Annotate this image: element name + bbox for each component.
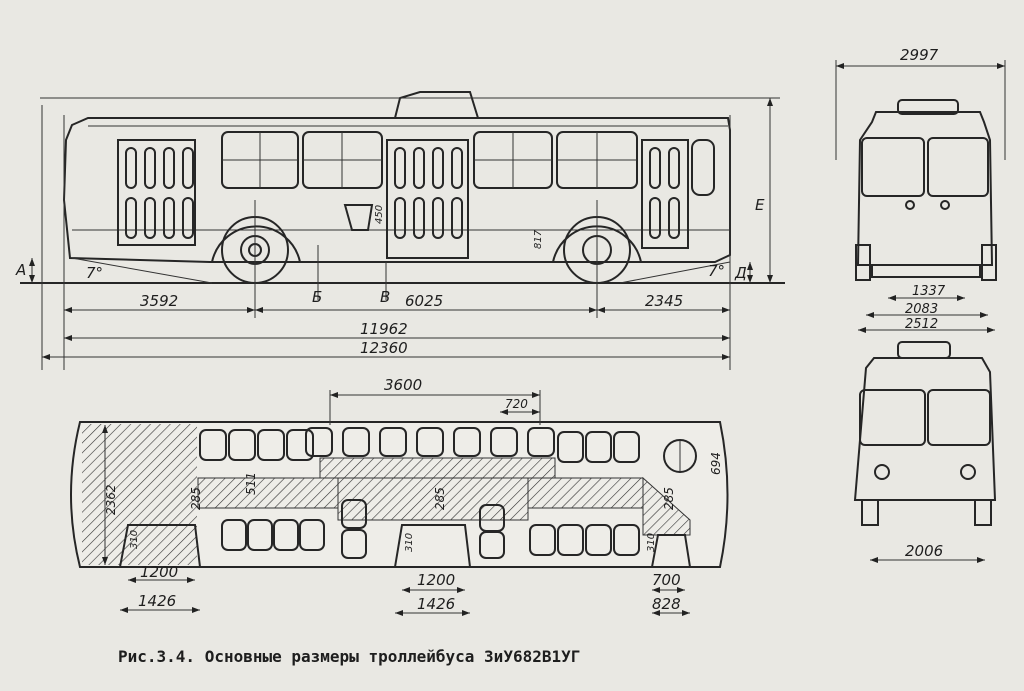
seat [228,429,256,461]
door-pane [432,197,444,239]
door-pane [182,197,194,239]
seat [221,519,247,551]
door-pane [125,147,137,189]
seat [342,427,370,457]
seat [299,519,325,551]
label-floor-height: 817 [533,229,544,249]
door-pane [144,147,156,189]
seats [199,427,640,559]
seat [341,499,367,529]
dim-wheelbase: 6025 [405,292,443,310]
door-pane [413,197,425,239]
plan-view: 3600 720 2362 285 511 285 694 285 310 31… [70,376,729,616]
wheels [211,216,642,284]
dim-seat-span: 3600 [384,376,422,394]
dim-front-overhang: 3592 [140,292,178,310]
seat [613,431,640,463]
door-pane [144,197,156,239]
dim-overall-length: 12360 [360,339,408,357]
door-pane [451,197,463,239]
side-body-outline [62,117,731,263]
side-view: А 7° Б В 450 817 Е Д 7° 3592 6025 2345 1… [15,91,785,370]
dim-door-mid: 1426 [417,595,455,613]
door-pane [125,197,137,239]
seat [199,429,227,461]
dim-seat-pitch: 720 [505,397,528,411]
door-pane [668,197,680,239]
door-pane [649,147,661,189]
label-angle-front: 7° [86,264,103,282]
dim-track-inner: 1337 [912,284,946,299]
dim-door-mid-clear: 1200 [417,571,455,589]
label-b: Б [312,288,322,306]
dim-aisle-rear: 285 [662,487,676,510]
side-windows [221,131,715,196]
dim-overall-width: 2997 [900,46,939,64]
side-doors [117,139,689,259]
dim-aisle-front: 285 [189,487,203,510]
dim-track: 2083 [905,302,938,317]
figure-caption: Рис.3.4. Основные размеры троллейбуса Зи… [118,647,580,666]
dim-aisle-center: 285 [433,487,447,510]
label-v: В [380,288,390,306]
door-pane [394,147,406,189]
door-pane [163,147,175,189]
dim-inner-width: 2362 [104,484,118,515]
seat [286,429,314,461]
seat [416,427,444,457]
rear-view: 2006 [853,341,997,563]
seat [557,524,584,556]
dim-step-rear: 310 [646,533,657,552]
door-pane [182,147,194,189]
seat [479,531,505,559]
dim-body-width: 2512 [905,317,938,332]
seat [305,427,333,457]
seat [585,431,612,463]
label-angle-rear: 7° [708,262,725,280]
seat [257,429,285,461]
label-d: Д [734,264,747,282]
dim-door-rear: 828 [652,595,681,613]
seat [247,519,273,551]
door-pane [451,147,463,189]
driver-area-hatch [82,424,197,565]
front-view: 2997 1337 2083 2512 [835,46,1006,333]
seat [379,427,407,457]
door-pane [432,147,444,189]
dim-door-front-clear: 1200 [140,563,178,581]
door-pane [668,147,680,189]
seat [453,427,481,457]
door-pane [163,197,175,239]
roof-equipment [394,91,479,119]
dim-step-mid: 310 [404,533,415,552]
seat [341,529,367,559]
dim-body-length: 11962 [360,320,408,338]
seat [273,519,299,551]
dim-aisle-mid: 511 [244,472,258,495]
dim-rear-overhang: 2345 [645,292,683,310]
seat-side [343,204,374,231]
dim-step-front: 310 [129,530,140,549]
dim-rear-track: 2006 [905,542,943,560]
label-e: Е [755,196,765,214]
label-step-height: 450 [374,205,385,224]
dim-cabin: 694 [709,452,723,475]
seat [585,524,612,556]
door-pane [649,197,661,239]
door-pane [413,147,425,189]
dim-door-rear-clear: 700 [652,571,681,589]
seat [490,427,518,457]
dim-door-front: 1426 [138,592,176,610]
label-a: А [15,261,26,279]
seat [613,524,640,556]
seat [529,524,556,556]
seat [557,431,584,463]
seat [527,427,555,457]
door-pane [394,197,406,239]
